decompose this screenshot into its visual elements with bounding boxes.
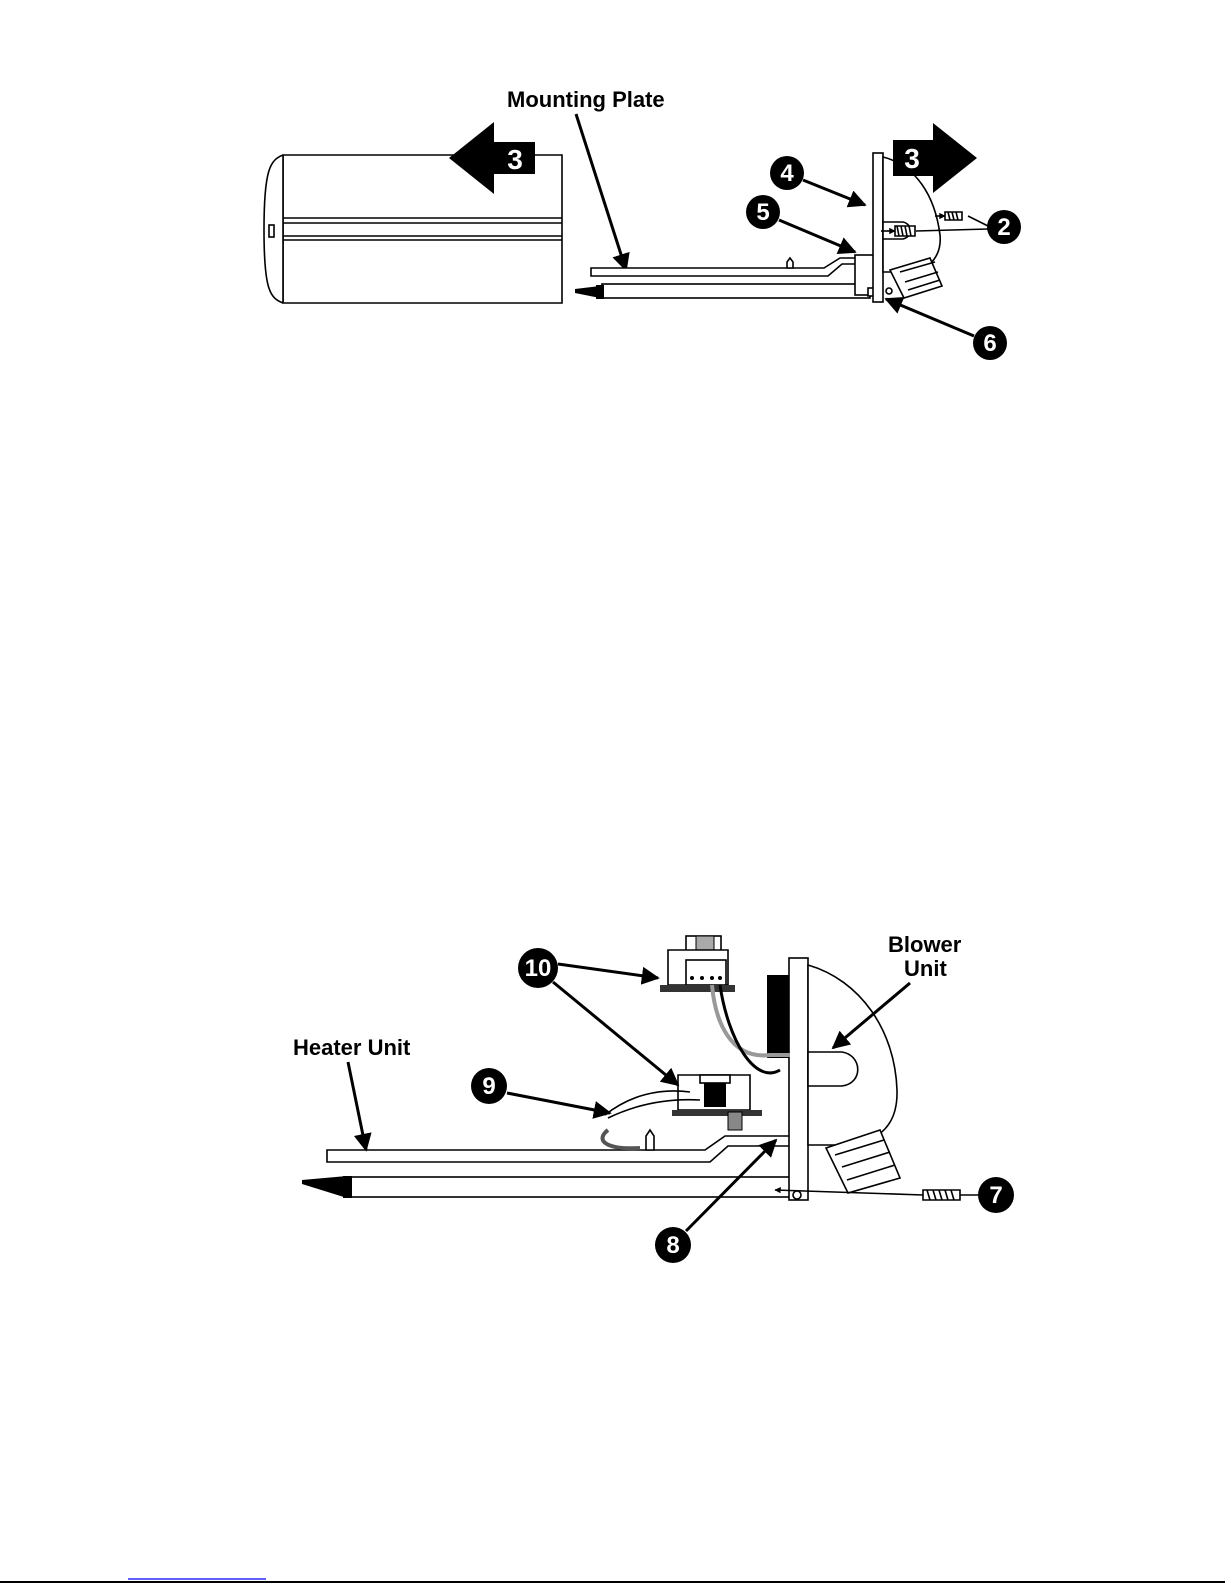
- blower-unit-label-line1: Blower: [888, 932, 962, 957]
- callout-7: 7: [775, 1177, 1014, 1213]
- svg-text:9: 9: [482, 1073, 495, 1100]
- svg-text:6: 6: [983, 330, 996, 357]
- heater-unit-label: Heater Unit: [293, 1035, 411, 1060]
- callout-5: 5: [746, 195, 855, 252]
- heater-unit-leader: [348, 1062, 366, 1150]
- callout-9: 9: [471, 1068, 610, 1113]
- svg-text:3: 3: [904, 143, 920, 174]
- mounting-plate-leader: [576, 114, 626, 270]
- svg-text:3: 3: [507, 144, 523, 175]
- heater-unit-rail: [302, 1130, 790, 1198]
- callout-2: 2: [987, 210, 1021, 244]
- figure-1: 3 Mounting Plate 3: [264, 87, 1021, 360]
- mounting-plate-label: Mounting Plate: [507, 87, 665, 112]
- svg-text:4: 4: [780, 160, 794, 187]
- callout-6: 6: [886, 299, 1007, 360]
- callout-10: 10: [518, 948, 678, 1085]
- svg-text:8: 8: [666, 1232, 679, 1259]
- svg-text:2: 2: [997, 214, 1010, 241]
- svg-text:5: 5: [756, 199, 769, 226]
- mounting-plate: [575, 255, 876, 299]
- heater-housing: [264, 155, 562, 303]
- svg-text:10: 10: [525, 955, 552, 982]
- callout-4: 4: [770, 156, 865, 205]
- blower-unit: [767, 958, 900, 1200]
- blower-unit-label-line2: Unit: [904, 956, 947, 981]
- svg-text:7: 7: [989, 1182, 1002, 1209]
- figure-2: Blower Unit Heater Unit 10 9 8 7: [293, 932, 1014, 1263]
